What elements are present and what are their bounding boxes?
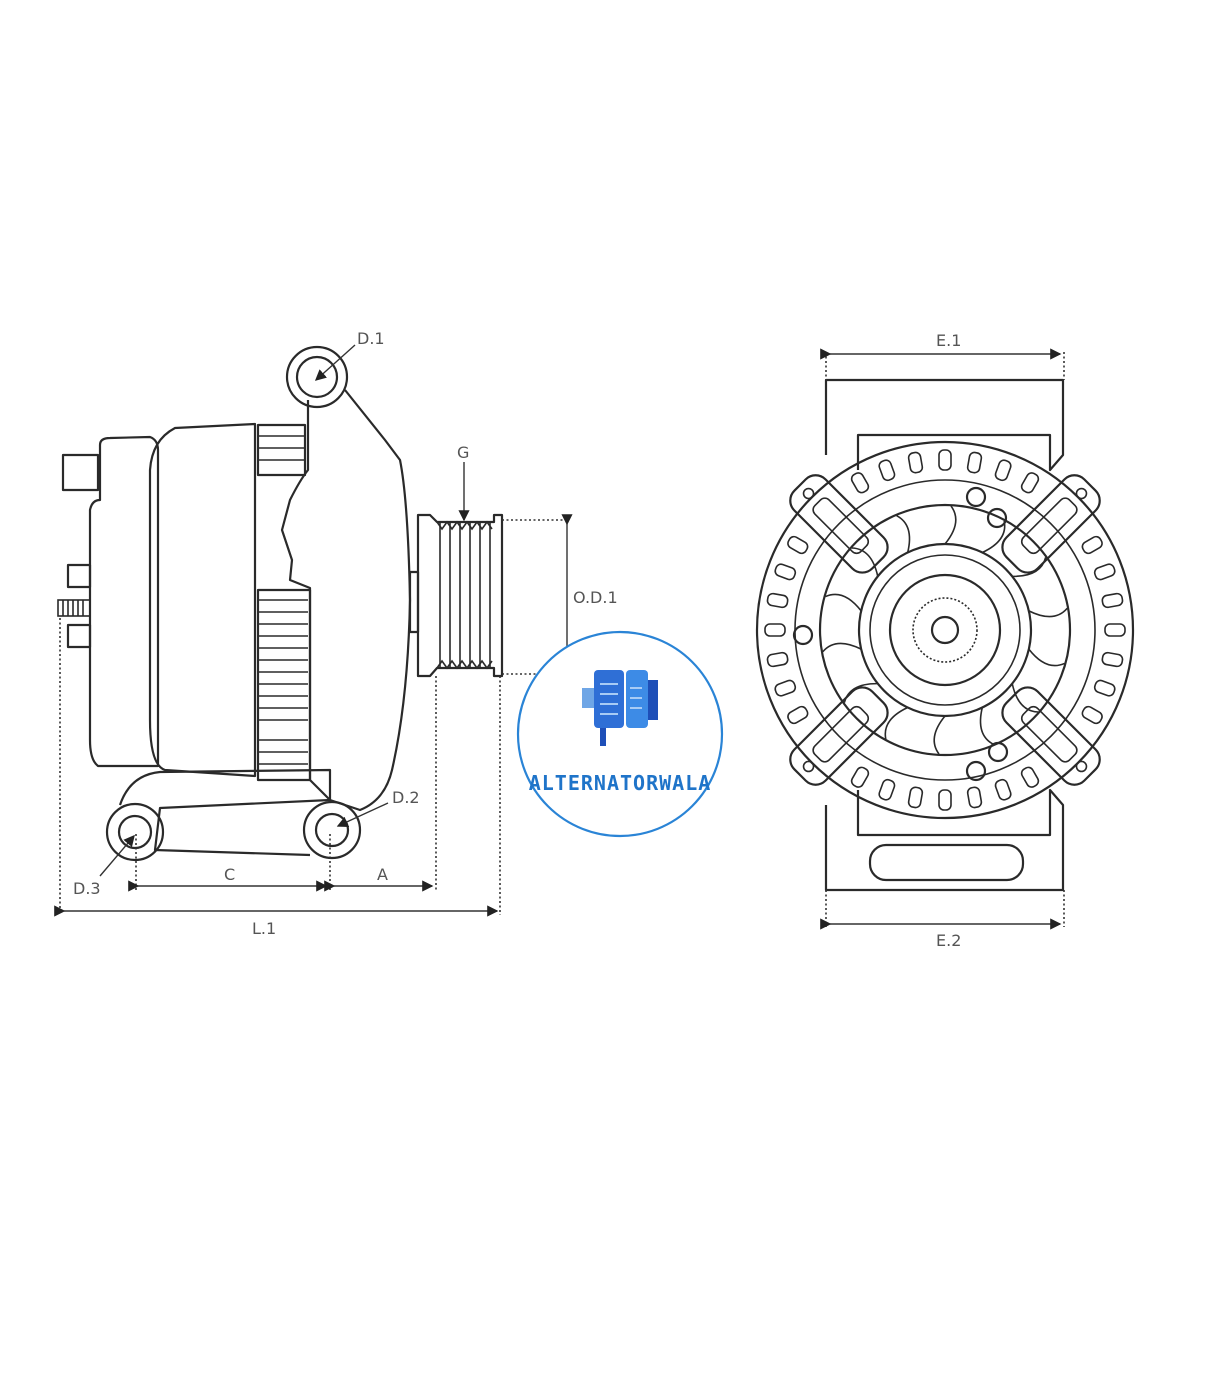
mounting-arms — [789, 474, 1101, 786]
vent-slot — [966, 786, 983, 809]
fan-blade — [944, 505, 957, 545]
vent-slot — [938, 789, 952, 811]
fan-blade — [933, 715, 946, 755]
bottom-bracket — [824, 788, 1065, 892]
fan-blade — [851, 547, 879, 577]
dim-d2-leader — [336, 802, 389, 827]
label-d2: D.2 — [392, 788, 420, 807]
vent-slot — [774, 679, 797, 697]
alternatorwala-logo: ALTERNATORWALA — [516, 630, 724, 838]
vent-slot — [1093, 679, 1116, 697]
vent-slot — [766, 651, 789, 668]
vent-slot — [1020, 766, 1040, 788]
side-view: D.1 G O.D.1 D.2 D.3 C A L.1 — [54, 329, 618, 938]
vent-slot — [878, 459, 896, 482]
vent-slot — [1101, 651, 1124, 668]
vent-slot — [1101, 592, 1124, 609]
fan-blade — [896, 514, 911, 553]
shaft-hub — [930, 615, 960, 645]
hole — [986, 507, 1008, 529]
fan-blade — [884, 706, 909, 740]
vent-slot — [878, 778, 896, 801]
mount-ear-d3-outer — [105, 802, 165, 862]
vent-slot — [1081, 535, 1103, 555]
mount-ear-d2-outer — [302, 800, 362, 860]
label-od1: O.D.1 — [573, 588, 618, 607]
bearing-ring — [869, 554, 1021, 706]
vent-slot — [1104, 623, 1126, 637]
inner-housing — [794, 479, 1096, 781]
label-d3: D.3 — [73, 879, 101, 898]
dim-d3-leader — [99, 834, 135, 877]
front-view: E.1 E.2 — [755, 331, 1135, 950]
label-e1: E.1 — [936, 331, 961, 350]
mount-ear-d1-outer — [285, 345, 349, 409]
vent-slot — [787, 705, 809, 725]
label-c: C — [224, 865, 235, 884]
vent-slot — [766, 592, 789, 609]
shaft — [408, 570, 420, 634]
threaded-stud — [57, 599, 91, 617]
pulley-face — [888, 573, 1002, 687]
vent-slot — [1081, 705, 1103, 725]
vent-slot — [787, 535, 809, 555]
mounting-arm — [789, 474, 889, 574]
vent-slot — [994, 778, 1012, 801]
vent-slot — [764, 623, 786, 637]
label-d1: D.1 — [357, 329, 385, 348]
hole — [792, 624, 814, 646]
fan-blade — [1028, 648, 1065, 667]
vent-slot — [994, 459, 1012, 482]
vent-slot — [907, 786, 924, 809]
top-bracket — [824, 378, 1065, 472]
vent-slot — [1093, 563, 1116, 581]
outer-housing — [755, 440, 1135, 820]
mount-ear-d3-inner — [117, 814, 153, 850]
vent-slot — [966, 451, 983, 474]
vent-slot — [850, 766, 870, 788]
fan-blades — [822, 505, 1068, 755]
vent-slot — [938, 449, 952, 471]
terminal-mid — [66, 563, 92, 589]
hole — [965, 760, 987, 782]
lower-bracket — [118, 768, 332, 857]
fan-blade — [1012, 557, 1047, 578]
fan-blade — [822, 642, 862, 653]
mounting-arm — [1001, 686, 1101, 786]
alternator-logo-icon — [582, 670, 658, 746]
terminal-bottom — [66, 623, 92, 649]
front-housing — [280, 389, 412, 812]
mount-ear-d1-inner — [295, 355, 339, 399]
mounting-arm — [1001, 474, 1101, 574]
vent-slot — [1020, 472, 1040, 494]
stator-housing — [148, 422, 257, 778]
bearing-housing — [857, 542, 1033, 718]
vent-slots — [764, 449, 1126, 811]
terminal-top — [61, 453, 100, 492]
hole — [965, 486, 987, 508]
spline — [912, 597, 978, 663]
label-g: G — [457, 443, 469, 462]
fan-blade — [1011, 683, 1039, 713]
label-l1: L.1 — [252, 919, 276, 938]
mounting-arm — [789, 686, 889, 786]
vent-slot — [850, 472, 870, 494]
fan-blade — [843, 682, 878, 703]
hole — [987, 741, 1009, 763]
mount-ear-d2-inner — [314, 812, 350, 848]
fan-blade — [1028, 607, 1068, 618]
vent-slot — [774, 563, 797, 581]
rear-cover — [88, 435, 160, 768]
fan-blade — [979, 707, 994, 746]
fan-blade — [825, 593, 862, 612]
label-e2: E.2 — [936, 931, 961, 950]
vent-slot — [907, 451, 924, 474]
bottom-slot — [868, 843, 1025, 882]
logo-wordmark: ALTERNATORWALA — [529, 771, 712, 795]
dim-d1-leader — [314, 344, 356, 381]
fan — [818, 503, 1072, 757]
label-a: A — [377, 865, 388, 884]
